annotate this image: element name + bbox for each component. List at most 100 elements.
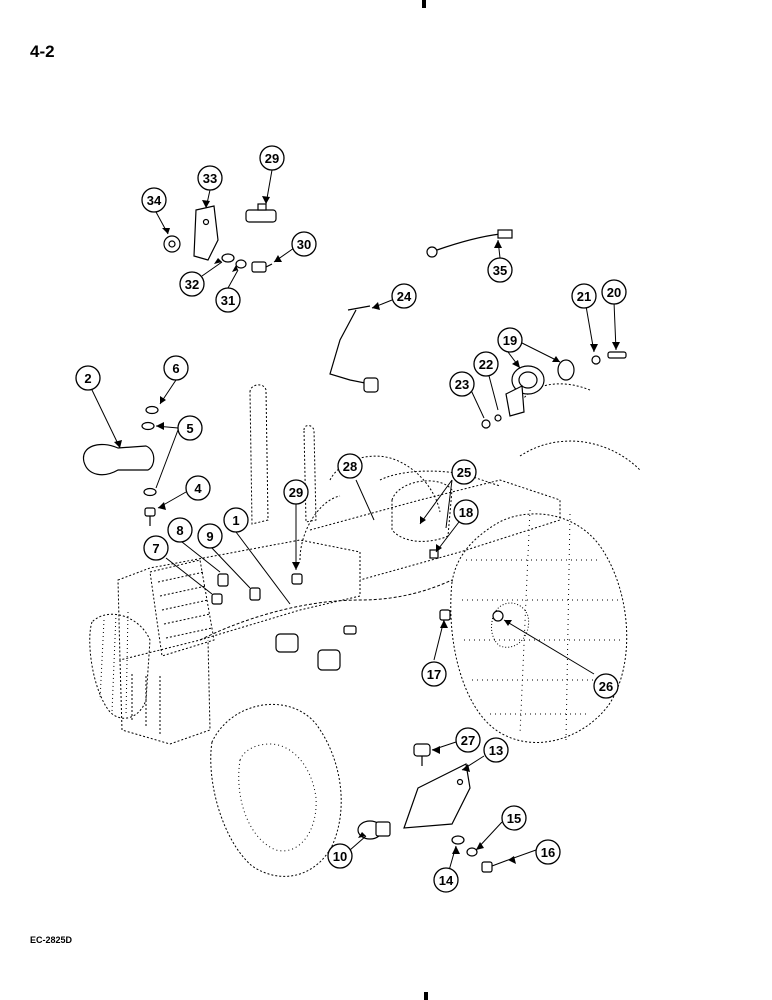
- svg-text:15: 15: [507, 811, 521, 826]
- callout-28: 28: [337, 453, 363, 479]
- part-17-connector: [439, 609, 451, 621]
- callouts: 34 33 29 30 32 31 35 24 21 20 19 22 23 2…: [75, 145, 627, 893]
- exhaust-stack: [249, 384, 269, 525]
- svg-text:8: 8: [176, 523, 183, 538]
- svg-text:29: 29: [289, 485, 303, 500]
- part-21-washer: [591, 355, 601, 365]
- part-16-bolt: [481, 859, 509, 873]
- front-left-tire: [89, 613, 151, 719]
- callout-14: 14: [433, 867, 459, 893]
- part-4-bolt: [144, 507, 156, 526]
- svg-text:29: 29: [265, 151, 279, 166]
- part-14-washer: [451, 835, 465, 845]
- hood: [117, 539, 361, 661]
- callout-4: 4: [185, 475, 211, 501]
- tractor-outline: [89, 383, 641, 877]
- callout-19: 19: [497, 327, 523, 353]
- fender: [309, 479, 561, 581]
- svg-text:13: 13: [489, 743, 503, 758]
- part-32-washer: [221, 253, 235, 263]
- part-24-sender: [329, 305, 379, 393]
- callout-33: 33: [197, 165, 223, 191]
- callout-9: 9: [197, 523, 223, 549]
- callout-20: 20: [601, 279, 627, 305]
- svg-text:23: 23: [455, 377, 469, 392]
- svg-text:7: 7: [152, 541, 159, 556]
- callout-7: 7: [143, 535, 169, 561]
- callout-32: 32: [179, 271, 205, 297]
- callout-2: 2: [75, 365, 101, 391]
- svg-text:16: 16: [541, 845, 555, 860]
- callout-34: 34: [141, 187, 167, 213]
- part-35-wire: [426, 229, 513, 258]
- part-26-grommet: [492, 610, 504, 622]
- svg-text:2: 2: [84, 371, 91, 386]
- figure-code: EC-2825D: [30, 935, 73, 945]
- callout-10: 10: [327, 843, 353, 869]
- part-2-horn: [82, 443, 155, 476]
- svg-text:27: 27: [461, 733, 475, 748]
- part-27-switch: [413, 743, 431, 766]
- callout-6: 6: [163, 355, 189, 381]
- callout-35: 35: [487, 257, 513, 283]
- part-8-connector: [217, 573, 229, 587]
- grille: [149, 559, 215, 657]
- svg-text:24: 24: [397, 289, 412, 304]
- callout-16: 16: [535, 839, 561, 865]
- top-edge-mark: [422, 0, 426, 8]
- part-34-nut: [163, 235, 181, 253]
- part-33-bracket: [193, 205, 219, 261]
- seat: [391, 480, 453, 542]
- callout-25: 25: [451, 459, 477, 485]
- svg-text:20: 20: [607, 285, 621, 300]
- part-7-connector: [211, 593, 223, 605]
- part-connector-front: [343, 625, 357, 635]
- part-31-washer: [235, 259, 247, 269]
- callout-29: 29: [259, 145, 285, 171]
- svg-text:22: 22: [479, 357, 493, 372]
- part-30-bolt: [251, 261, 273, 273]
- callout-31: 31: [215, 287, 241, 313]
- svg-text:4: 4: [194, 481, 202, 496]
- callout-17: 17: [421, 661, 447, 687]
- part-18-clip: [429, 549, 439, 559]
- svg-text:5: 5: [186, 421, 193, 436]
- svg-text:35: 35: [493, 263, 507, 278]
- svg-text:6: 6: [172, 361, 179, 376]
- callout-22: 22: [473, 351, 499, 377]
- page-number: 4-2: [30, 42, 55, 61]
- callout-21: 21: [571, 283, 597, 309]
- callout-24: 24: [391, 283, 417, 309]
- part-5-washer: [141, 421, 155, 431]
- bottom-edge-mark: [424, 992, 428, 1000]
- svg-text:32: 32: [185, 277, 199, 292]
- front-right-tire: [210, 703, 342, 877]
- part-22-boot: [505, 385, 525, 417]
- svg-text:18: 18: [459, 505, 473, 520]
- svg-text:14: 14: [439, 873, 454, 888]
- callout-18: 18: [453, 499, 479, 525]
- svg-text:28: 28: [343, 459, 357, 474]
- svg-text:1: 1: [232, 513, 239, 528]
- callout-29-lower: 29: [283, 479, 309, 505]
- air-intake-stack: [303, 425, 317, 523]
- svg-text:34: 34: [147, 193, 162, 208]
- svg-text:17: 17: [427, 667, 441, 682]
- svg-text:31: 31: [221, 293, 235, 308]
- callout-15: 15: [501, 805, 527, 831]
- part-solenoid: [275, 633, 341, 671]
- svg-text:21: 21: [577, 289, 591, 304]
- part-29-sensor: [245, 203, 277, 223]
- svg-text:9: 9: [206, 529, 213, 544]
- svg-text:26: 26: [599, 679, 613, 694]
- part-29-switch: [291, 573, 303, 585]
- part-13-bracket: [403, 763, 471, 829]
- callout-1: 1: [223, 507, 249, 533]
- callout-13: 13: [483, 737, 509, 763]
- part-20-screw: [607, 351, 627, 359]
- svg-text:33: 33: [203, 171, 217, 186]
- svg-text:30: 30: [297, 237, 311, 252]
- callout-26: 26: [593, 673, 619, 699]
- callout-8: 8: [167, 517, 193, 543]
